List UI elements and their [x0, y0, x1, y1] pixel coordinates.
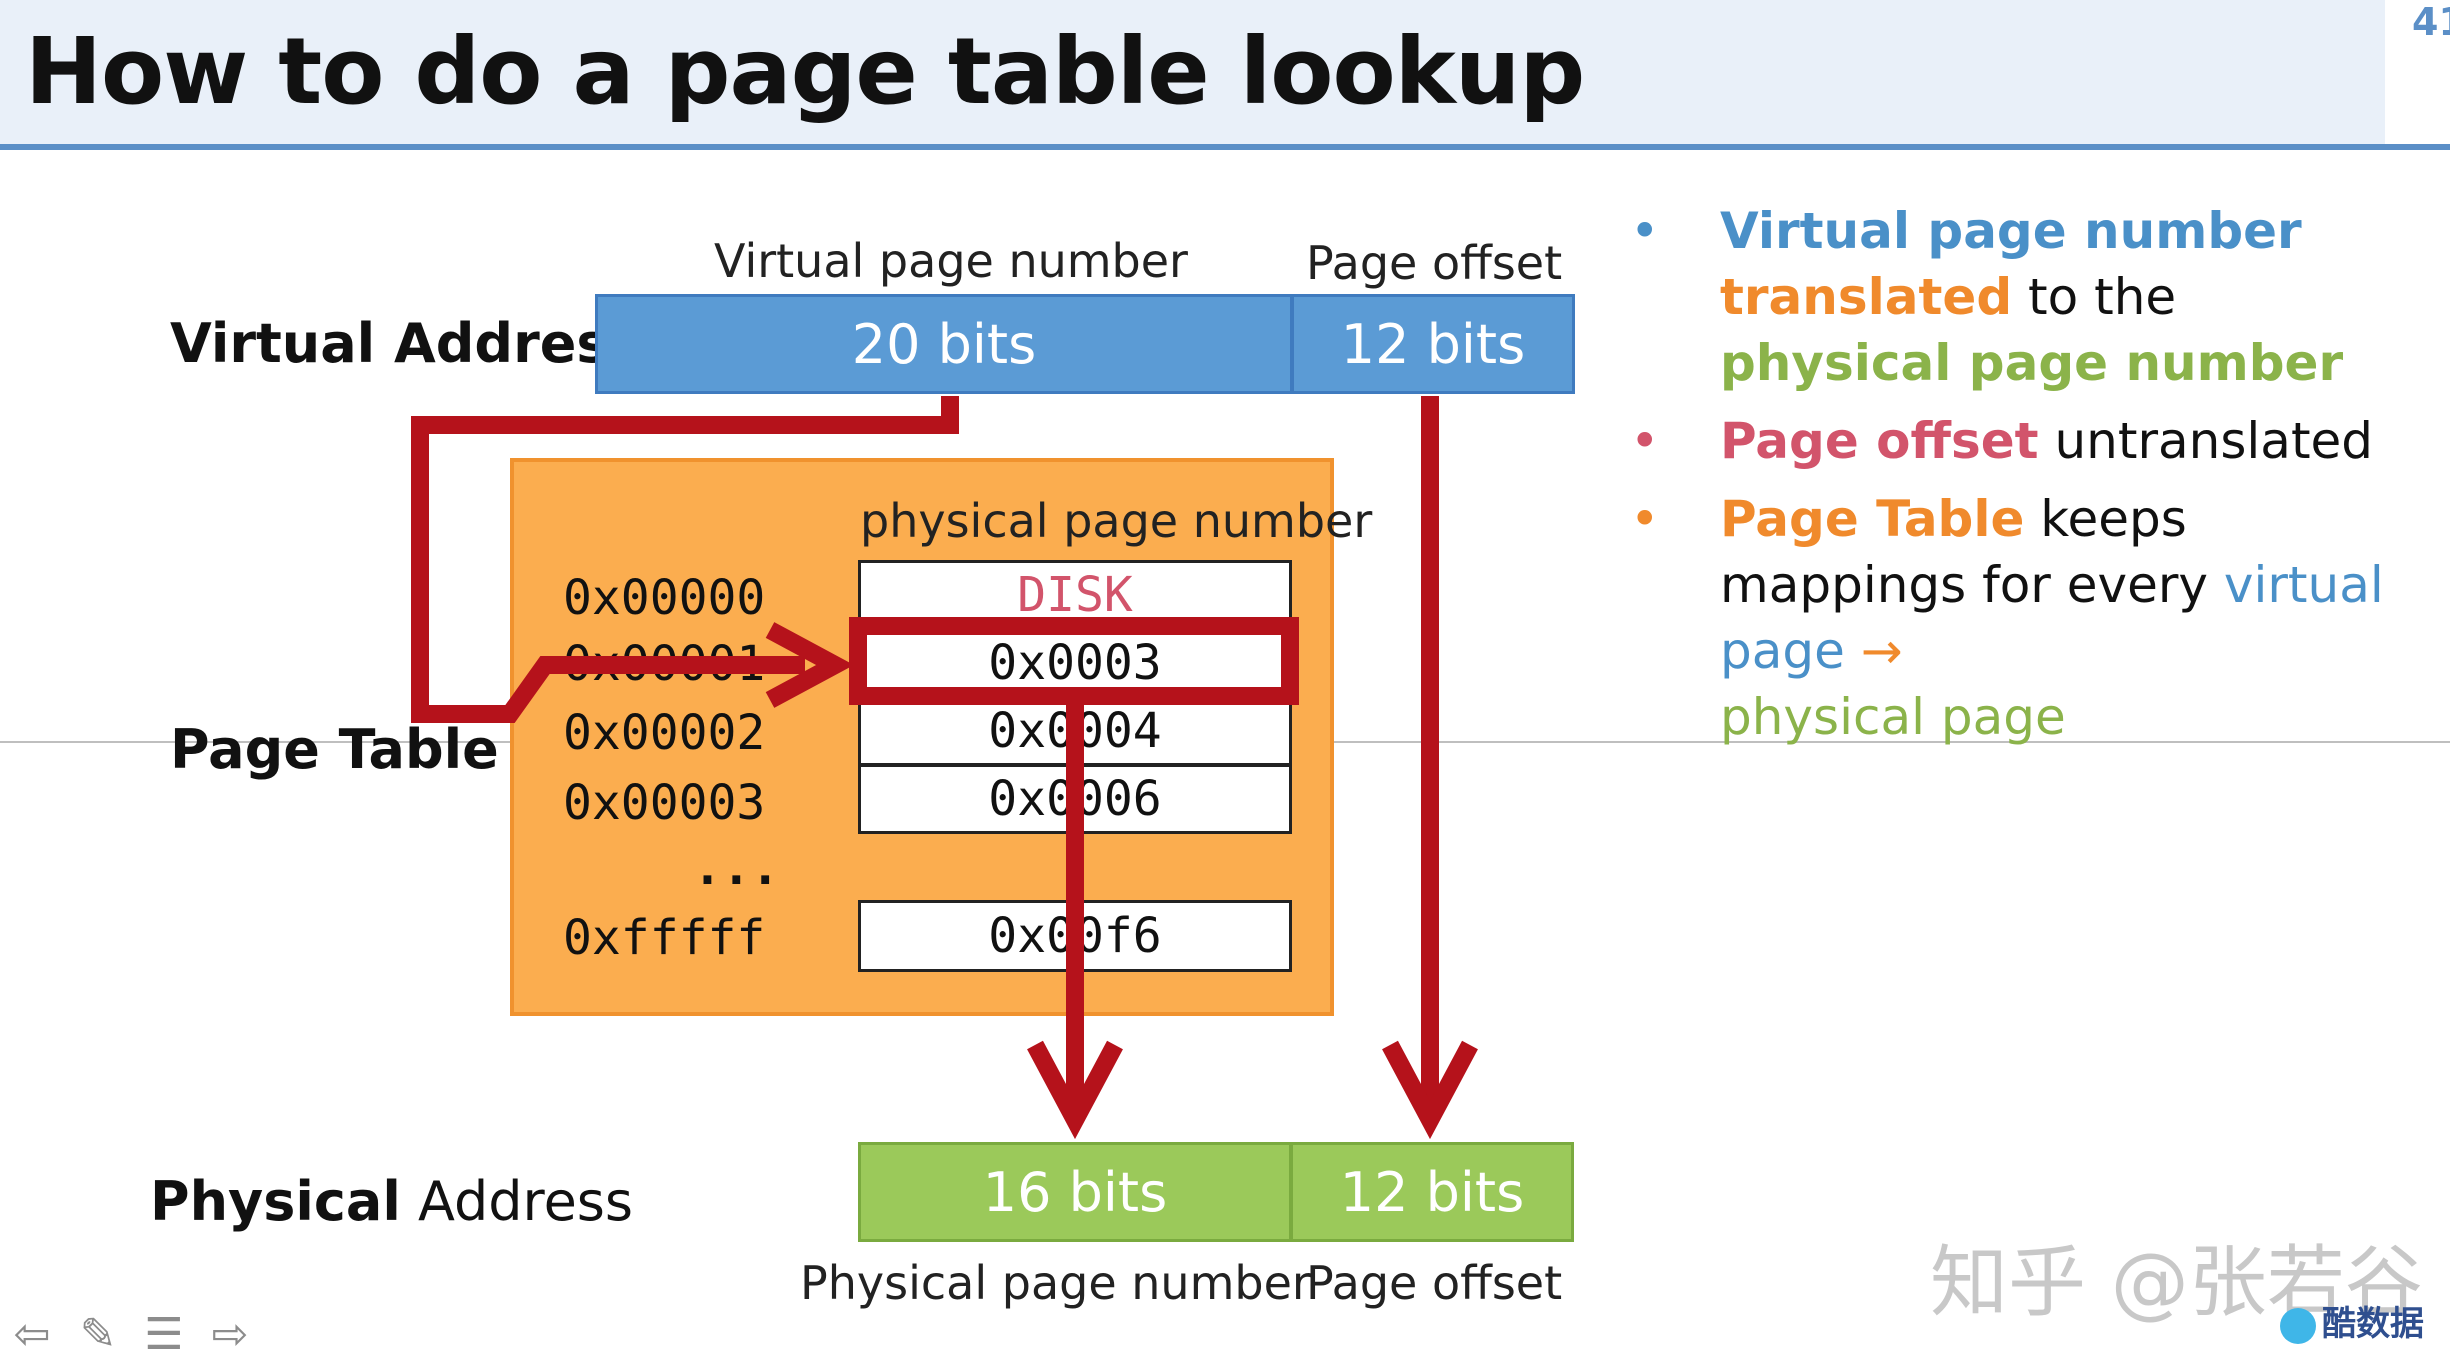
page-table-column-header: physical page number — [860, 494, 1373, 548]
ppn-bits-segment: 16 bits — [861, 1145, 1293, 1239]
bullet-item: • Virtual page number translated to the … — [1620, 198, 2420, 396]
bullet-item: • Page offset untranslated — [1620, 408, 2420, 474]
slide-menu-icon[interactable]: ☰ — [144, 1308, 184, 1360]
pen-tool-icon[interactable]: ✎ — [79, 1308, 117, 1360]
next-slide-icon[interactable]: ⇨ — [211, 1308, 249, 1360]
pt-index: 0xfffff — [563, 910, 766, 966]
page-table-label: Page Table — [170, 718, 499, 781]
vpn-caption: Virtual page number — [714, 234, 1188, 288]
ppn-caption: Physical page number — [800, 1256, 1311, 1310]
title-band — [0, 0, 2385, 145]
bullet-item: • Page Table keeps mappings for every vi… — [1620, 486, 2420, 750]
pt-index: 0x00003 — [563, 775, 766, 831]
bullet-list: • Virtual page number translated to the … — [1620, 198, 2420, 762]
watermark: 知乎 @张若谷 — [1930, 1238, 2423, 1328]
pt-index: 0x00000 — [563, 570, 766, 626]
slideshow-nav: ⇦ ✎ ☰ ⇨ — [8, 1308, 254, 1360]
slide-title: How to do a page table lookup — [25, 18, 1585, 125]
offset-arrowhead — [1382, 1040, 1478, 1140]
site-logo: 酷数据 — [2280, 1296, 2424, 1345]
logo-icon — [2280, 1307, 2316, 1344]
bullet-dot: • — [1630, 490, 1660, 548]
ppn-arrowhead — [1027, 1040, 1123, 1140]
bullet-dot: • — [1630, 412, 1660, 470]
va-offset-bits-segment: 12 bits — [1340, 312, 1526, 376]
vpn-lookup-arrowhead — [765, 622, 854, 708]
physical-address-bar: 16 bits 12 bits — [858, 1142, 1574, 1242]
pa-offset-bits-segment: 12 bits — [1339, 1160, 1525, 1224]
pa-offset-caption: Page offset — [1306, 1256, 1563, 1310]
slide-number: 41 — [2412, 0, 2450, 44]
vpn-bits-segment: 20 bits — [598, 297, 1294, 391]
virtual-address-label: Virtual Address — [170, 312, 641, 375]
bullet-dot: • — [1630, 202, 1660, 260]
virtual-address-bar: 20 bits 12 bits — [595, 294, 1575, 394]
va-offset-caption: Page offset — [1306, 236, 1563, 290]
selected-entry-highlight — [849, 617, 1299, 705]
vpn-lookup-arrow — [411, 396, 959, 723]
pt-index: 0x00002 — [563, 705, 766, 761]
previous-slide-icon[interactable]: ⇦ — [13, 1308, 51, 1360]
pt-index-ellipsis: ... — [693, 840, 780, 896]
physical-address-label: Physical Address — [150, 1170, 634, 1233]
title-rule — [0, 144, 2450, 150]
